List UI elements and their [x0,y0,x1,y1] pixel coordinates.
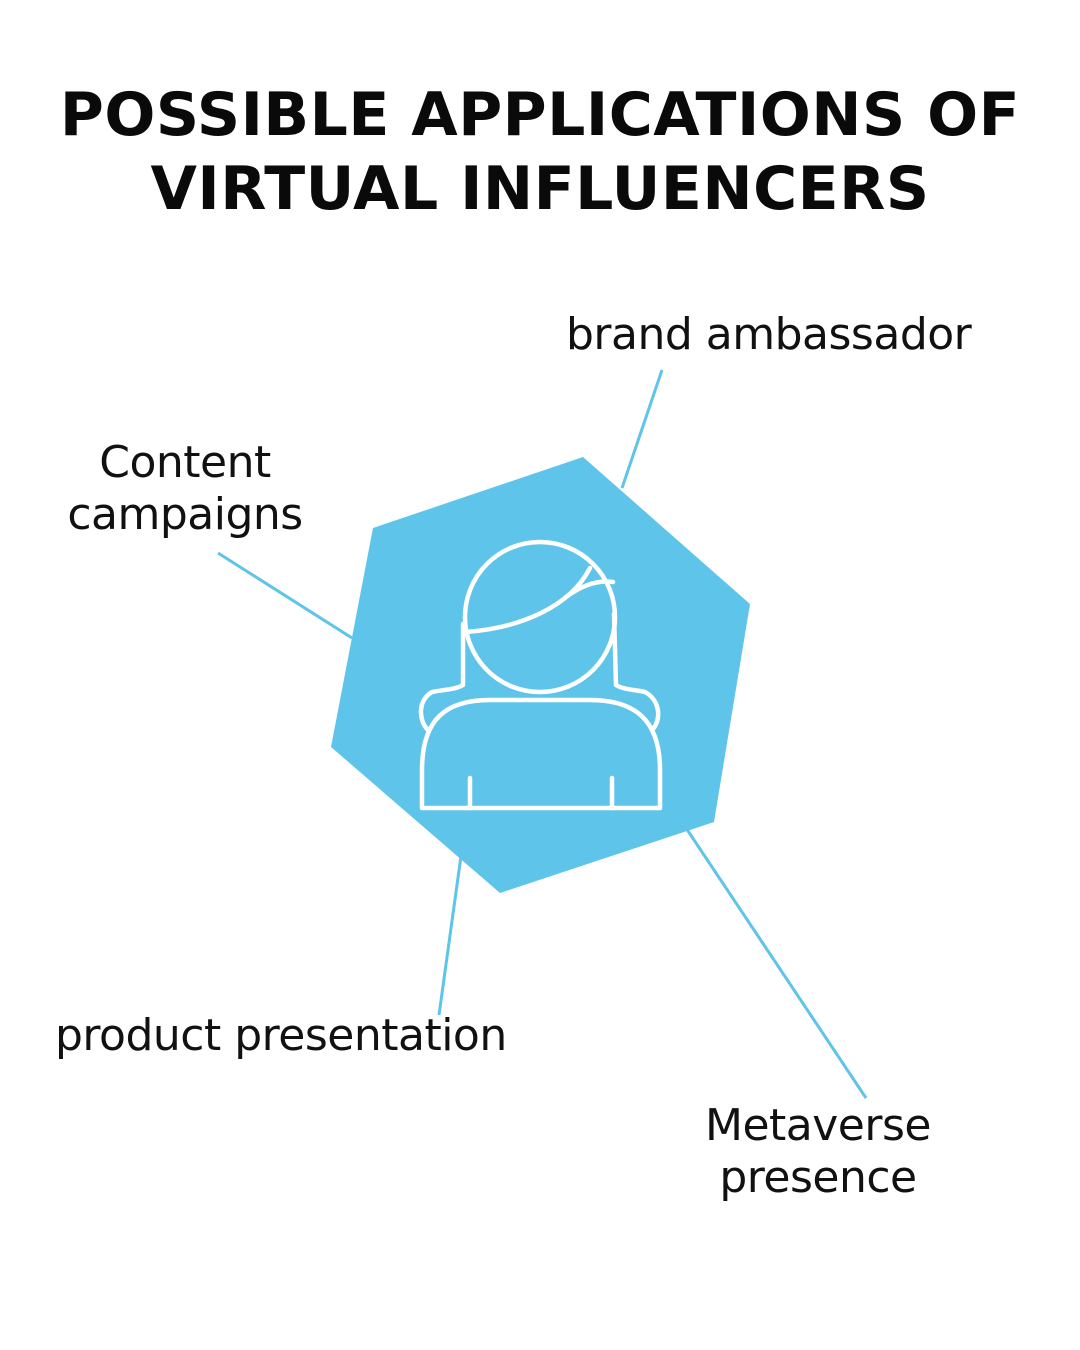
metaverse-line-2: presence [719,1152,917,1203]
label-metaverse-presence: Metaverse presence [690,1100,946,1204]
product-line-1: product presentation [55,1010,507,1061]
metaverse-line-1: Metaverse [705,1100,931,1151]
label-brand-ambassador: brand ambassador [566,309,972,361]
label-product-presentation: product presentation [55,1010,507,1062]
connector-brand [620,369,664,489]
title-line-2: VIRTUAL INFLUENCERS [150,154,930,224]
content-line-2: campaigns [67,489,303,540]
title-line-1: POSSIBLE APPLICATIONS OF [59,80,1021,150]
person-icon [418,539,663,811]
connector-product [437,855,463,1016]
connector-content [217,551,353,640]
brand-line-1: brand ambassador [566,309,972,360]
page-title: POSSIBLE APPLICATIONS OF VIRTUAL INFLUEN… [0,78,1080,226]
connector-metaverse [684,827,868,1099]
content-line-1: Content [99,437,271,488]
label-content-campaigns: Content campaigns [40,437,330,541]
